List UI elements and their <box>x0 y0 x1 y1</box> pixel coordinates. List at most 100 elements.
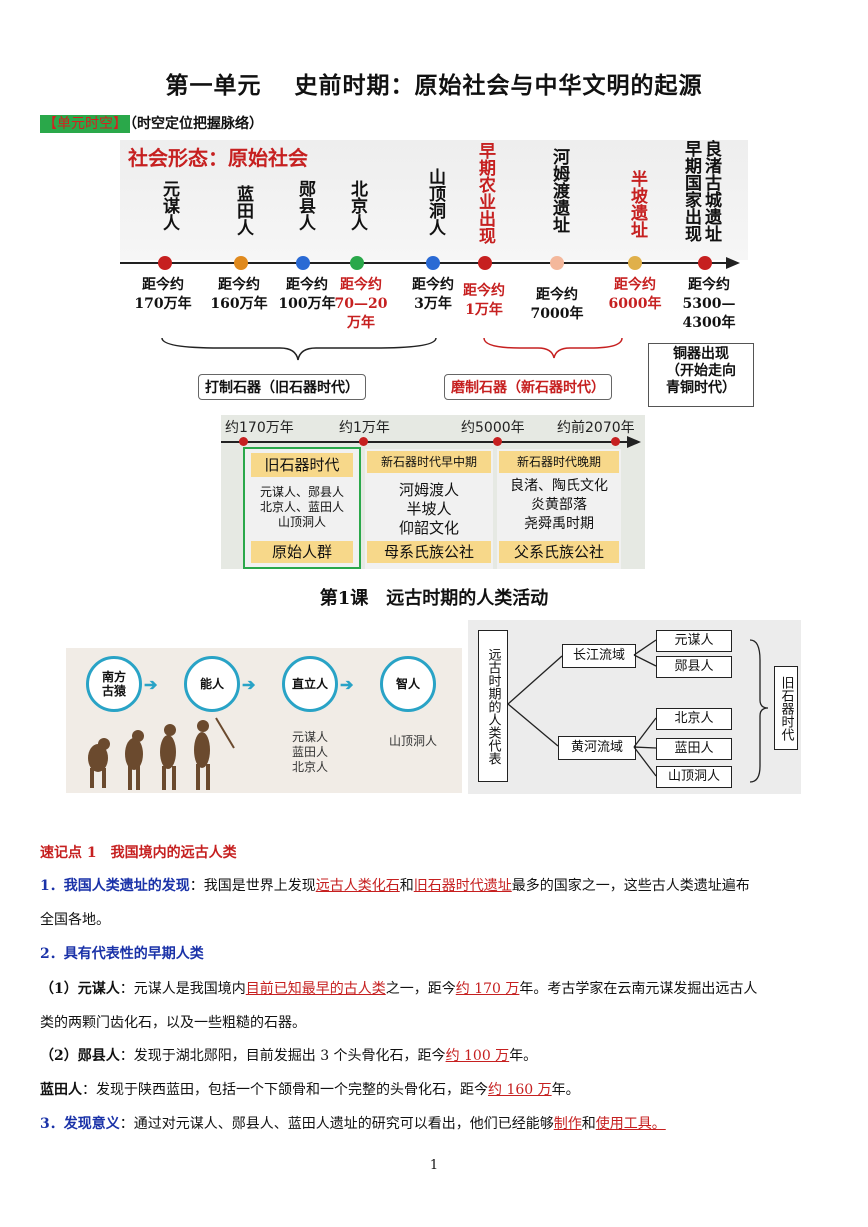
bronze-note: 铜器出现 （开始走向 青铜时代） <box>648 343 754 407</box>
prehistory-timeline: 社会形态：原始社会 元谋人 蓝田人 郧县人 北京人 山顶洞人 早期农业出现 河姆… <box>120 140 748 340</box>
stage-label: 能人 <box>200 677 224 691</box>
sub-head: （2）郧县人 <box>40 1048 120 1064</box>
text: 年。考古学家在云南元谋发掘出远古人 <box>519 981 757 997</box>
neolithic-label: 磨制石器（新石器时代） <box>444 374 612 400</box>
era-head: 旧石器时代 <box>251 453 353 477</box>
section-head: 2．具有代表性的早期人类 <box>40 944 204 964</box>
era-timeline: 约170万年 约1万年 约5000年 约前2070年 旧石器时代 元谋人、郧县人… <box>221 415 645 569</box>
site-distance: 距今约 100万年 <box>274 276 340 314</box>
site-name: 蓝田人 <box>234 185 252 236</box>
timeline-dot <box>296 256 310 270</box>
underlined-term: 使用工具。 <box>596 1116 666 1132</box>
era-column: 新石器时代早中期 河姆渡人 半坡人 仰韶文化 母系氏族公社 <box>365 449 493 569</box>
paragraph-yuanmou: （1）元谋人：元谋人是我国境内目前已知最早的古人类之一，距今约 170 万年。考… <box>40 979 830 999</box>
text: 年。 <box>509 1048 537 1064</box>
arrow-icon <box>627 436 641 448</box>
text: ：发现于陕西蓝田，包括一个下颌骨和一个完整的头骨化石，距今 <box>82 1082 488 1098</box>
paragraph-yuanmou-cont: 类的两颗门齿化石，以及一些粗糙的石器。 <box>40 1013 306 1033</box>
site-distance: 距今约 70—20 万年 <box>332 276 390 333</box>
section-head: 3．发现意义 <box>40 1116 120 1132</box>
era-label: 约5000年 <box>461 417 525 437</box>
stage-circle: 直立人 <box>282 656 338 712</box>
era-dot <box>611 437 620 446</box>
era-axis <box>221 441 631 443</box>
era-head: 新石器时代晚期 <box>499 451 619 473</box>
era-column: 新石器时代晚期 良渚、陶氏文化 炎黄部落 尧舜禹时期 父系氏族公社 <box>497 449 621 569</box>
stage-circle: 南方古猿 <box>86 656 142 712</box>
stage-label: 南方古猿 <box>99 670 129 698</box>
site-name: 半坡遗址 <box>628 170 646 238</box>
paragraph-discovery: 1．我国人类遗址的发现：我国是世界上发现远古人类化石和旧石器时代遗址最多的国家之… <box>40 876 830 896</box>
paragraph-discovery-cont: 全国各地。 <box>40 910 110 930</box>
timeline-dot <box>698 256 712 270</box>
era-label: 约前2070年 <box>557 417 635 437</box>
paragraph-significance: 3．发现意义：通过对元谋人、郧县人、蓝田人遗址的研究可以看出，他们已经能够制作和… <box>40 1114 666 1134</box>
underlined-term: 远古人类化石 <box>316 878 400 894</box>
page-number: 1 <box>0 1158 868 1173</box>
site-name: 河姆渡遗址 <box>550 148 568 233</box>
text: ：我国是世界上发现 <box>190 878 316 894</box>
era-body: 元谋人、郧县人 北京人、蓝田人 山顶洞人 <box>245 485 359 530</box>
arrow-icon: ➔ <box>144 675 157 694</box>
era-dot <box>359 437 368 446</box>
era-column: 旧石器时代 元谋人、郧县人 北京人、蓝田人 山顶洞人 原始人群 <box>243 447 361 569</box>
paragraph-yunxian: （2）郧县人：发现于湖北郧阳，目前发掘出 3 个头骨化石，距今约 100 万年。 <box>40 1046 537 1066</box>
lesson-title: 第1课 远古时期的人类活动 <box>0 584 868 610</box>
paleolithic-label: 打制石器（旧石器时代） <box>198 374 366 400</box>
unit-tag: 【单元时空】 <box>40 115 130 133</box>
site-name: 北京人 <box>348 180 366 231</box>
timeline-dot <box>426 256 440 270</box>
tree-connectors <box>468 620 801 794</box>
text: 和 <box>400 878 414 894</box>
site-distance: 距今约 5300— 4300年 <box>676 276 742 333</box>
zhiliren-list: 元谋人 蓝田人 北京人 <box>282 730 338 775</box>
arrow-icon: ➔ <box>242 675 255 694</box>
era-body: 良渚、陶氏文化 炎黄部落 尧舜禹时期 <box>497 477 621 534</box>
social-form-label: 社会形态：原始社会 <box>128 142 308 171</box>
ancient-human-tree: 远古时期的人类代表 长江流域 黄河流域 元谋人 郧县人 北京人 蓝田人 山顶洞人… <box>468 620 801 794</box>
underlined-term: 目前已知最早的古人类 <box>246 981 386 997</box>
unit-subtitle: （时空定位把握脉络） <box>130 116 263 132</box>
human-evolution-figure: 南方古猿 ➔ 能人 ➔ 直立人 ➔ 智人 元谋人 蓝田人 北京人 山顶洞人 <box>66 648 462 793</box>
text: ：发现于湖北郧阳，目前发掘出 3 个头骨化石，距今 <box>120 1048 446 1064</box>
section-head: 1．我国人类遗址的发现 <box>40 878 190 894</box>
site-name: 良渚古城遗址 <box>702 140 720 242</box>
unit-heading: 【单元时空】（时空定位把握脉络） <box>40 113 263 133</box>
site-name: 郧县人 <box>296 180 314 231</box>
site-distance: 距今约 170万年 <box>130 276 196 314</box>
text: 之一，距今 <box>386 981 456 997</box>
sub-head: 蓝田人 <box>40 1082 82 1098</box>
paragraph-lantian: 蓝田人：发现于陕西蓝田，包括一个下颌骨和一个完整的头骨化石，距今约 160 万年… <box>40 1080 580 1100</box>
text: 和 <box>582 1116 596 1132</box>
timeline-dot <box>158 256 172 270</box>
timeline-dot <box>628 256 642 270</box>
stage-circle: 智人 <box>380 656 436 712</box>
text: ：通过对元谋人、郧县人、蓝田人遗址的研究可以看出，他们已经能够 <box>120 1116 554 1132</box>
era-dot <box>239 437 248 446</box>
knowledge-point-heading: 速记点 1 我国境内的远古人类 <box>40 842 237 862</box>
arrow-icon: ➔ <box>340 675 353 694</box>
timeline-dot <box>550 256 564 270</box>
site-distance: 距今约 1万年 <box>454 282 514 320</box>
stage-label: 智人 <box>396 677 420 691</box>
underlined-term: 制作 <box>554 1116 582 1132</box>
era-foot: 原始人群 <box>251 541 353 563</box>
zhiren-list: 山顶洞人 <box>380 734 446 749</box>
timeline-dot <box>350 256 364 270</box>
era-foot: 母系氏族公社 <box>367 541 491 563</box>
underlined-term: 约 170 万 <box>456 981 520 997</box>
era-dot <box>493 437 502 446</box>
sub-head: （1）元谋人 <box>40 981 120 997</box>
text: 最多的国家之一，这些古人类遗址遍布 <box>512 878 750 894</box>
timeline-dot <box>478 256 492 270</box>
stage-circle: 能人 <box>184 656 240 712</box>
site-distance: 距今约 6000年 <box>604 276 666 314</box>
timeline-dot <box>234 256 248 270</box>
era-label: 约1万年 <box>339 417 390 437</box>
site-distance: 距今约 160万年 <box>206 276 272 314</box>
era-label: 约170万年 <box>225 417 294 437</box>
underlined-term: 旧石器时代遗址 <box>414 878 512 894</box>
site-distance: 距今约 7000年 <box>524 286 590 324</box>
arrow-icon <box>726 257 740 269</box>
hominid-silhouettes-icon <box>76 708 246 792</box>
